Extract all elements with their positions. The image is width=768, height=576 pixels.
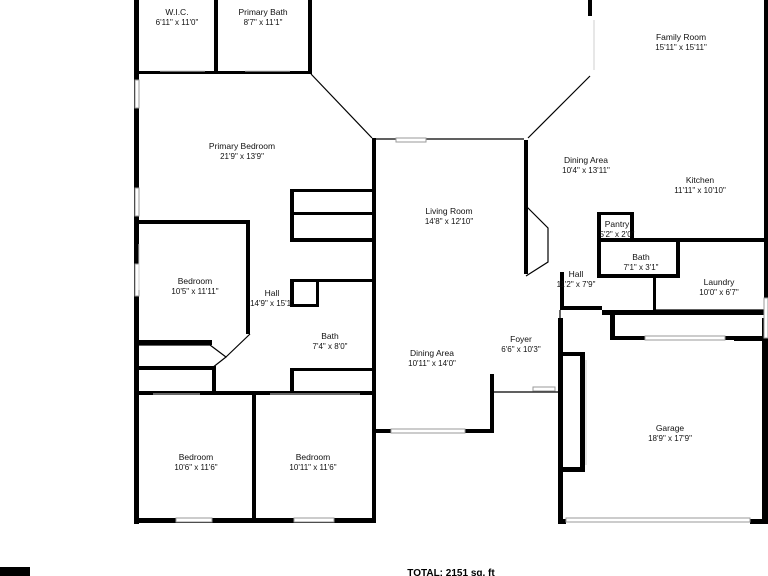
room-name-garage: Garage [656,423,685,433]
door-swings [138,20,595,465]
room-name-bedroom-1: Bedroom [178,276,213,286]
room-name-laundry: Laundry [704,277,735,287]
room-name-bath-laundry: Bath [632,252,650,262]
room-size-wic: 6'11" x 11'0" [156,18,199,27]
room-size-family-room: 15'11" x 15'11" [655,43,707,52]
room-name-wic: W.I.C. [165,7,188,17]
room-size-hall-right: 11'2" x 7'9" [557,280,596,289]
room-size-dining-area: 10'11" x 14'0" [408,359,456,368]
room-name-family-room: Family Room [656,32,706,42]
room-name-pantry: Pantry [605,219,630,229]
room-name-foyer: Foyer [510,334,532,344]
room-size-bath-center: 7'4" x 8'0" [313,342,348,351]
scale-bar [0,567,30,576]
room-name-bath-center: Bath [321,331,339,341]
room-size-bedroom-2: 10'6" x 11'6" [174,463,217,472]
thin-walls [138,73,764,393]
windows [134,79,768,523]
room-name-kitchen: Kitchen [686,175,715,185]
room-name-dining-area: Dining Area [410,348,454,358]
room-size-pantry: 5'2" x 2'0" [600,230,635,239]
walls [134,0,768,524]
room-size-primary-bath: 8'7" x 11'1" [244,18,283,27]
room-size-bedroom-3: 10'11" x 11'6" [289,463,336,472]
room-size-garage: 18'9" x 17'9" [648,434,692,443]
room-size-foyer: 6'6" x 10'3" [501,345,541,354]
room-name-primary-bath: Primary Bath [238,7,287,17]
room-name-living-room: Living Room [425,206,472,216]
room-name-hall-right: Hall [569,269,584,279]
total-area: TOTAL: 2151 sq. ft [407,568,495,576]
room-size-dining-area-kitchen: 10'4" x 13'11" [562,166,610,175]
room-size-primary-bedroom: 21'9" x 13'9" [220,152,264,161]
room-name-bedroom-3: Bedroom [296,452,331,462]
room-size-living-room: 14'8" x 12'10" [425,217,473,226]
room-size-laundry: 10'0" x 6'7" [699,288,739,297]
room-size-bedroom-1: 10'5" x 11'11" [171,287,218,296]
room-name-primary-bedroom: Primary Bedroom [209,141,275,151]
room-name-bedroom-2: Bedroom [179,452,214,462]
room-size-bath-laundry: 7'1" x 3'1" [624,263,659,272]
room-name-hall-left: Hall [265,288,280,298]
room-name-dining-area-kitchen: Dining Area [564,155,608,165]
room-size-hall-left: 14'9" x 15'1" [250,299,294,308]
room-size-kitchen: 11'11" x 10'10" [674,186,726,195]
